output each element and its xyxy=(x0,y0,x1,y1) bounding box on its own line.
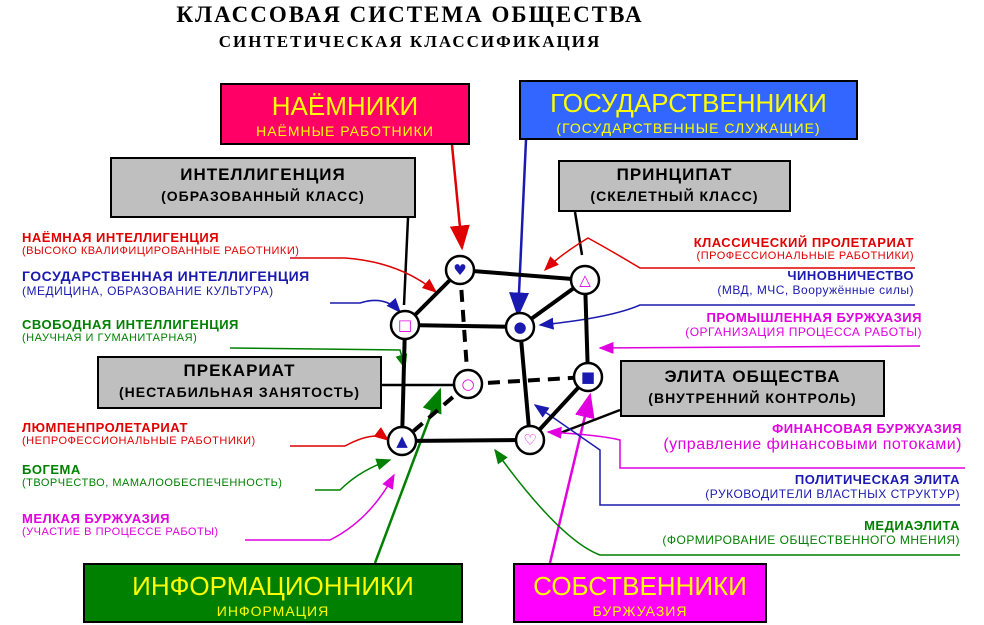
box-sobstvenniki-title: СОБСТВЕННИКИ xyxy=(533,571,747,601)
box-prekariat-title: ПРЕКАРИАТ xyxy=(183,361,296,380)
box-naemniki-title: НАЁМНИКИ xyxy=(271,91,419,121)
node-circle xyxy=(444,254,476,286)
label-title: МЕЛКАЯ БУРЖУАЗИЯ xyxy=(22,511,170,526)
label-polit-elita: ПОЛИТИЧЕСКАЯ ЭЛИТА (РУКОВОДИТЕЛИ ВЛАСТНЫ… xyxy=(705,472,960,501)
node-circle xyxy=(504,311,536,343)
circle-solid-icon: ● xyxy=(513,318,527,336)
triangle-solid-icon: ▲ xyxy=(396,432,408,450)
label-svobodnaya-intelligentsia: СВОБОДНАЯ ИНТЕЛЛИГЕНЦИЯ (НАУЧНАЯ И ГУМАН… xyxy=(22,317,239,344)
node-circle xyxy=(514,424,546,456)
box-naemniki-sub: НАЁМНЫЕ РАБОТНИКИ xyxy=(256,123,434,139)
label-title: НАЁМНАЯ ИНТЕЛЛИГЕНЦИЯ xyxy=(22,230,220,245)
label-title: БОГЕМА xyxy=(22,462,81,477)
label-title: ПРОМЫШЛЕННАЯ БУРЖУАЗИЯ xyxy=(706,310,922,325)
label-chinovnichestvo: ЧИНОВНИЧЕСТВО (МВД, МЧС, Вооружённые сил… xyxy=(717,268,914,297)
circle-outline-icon: ○ xyxy=(461,375,475,393)
cube-hidden-edges xyxy=(400,269,589,443)
label-sub: (УЧАСТИЕ В ПРОЦЕССЕ РАБОТЫ) xyxy=(22,526,219,538)
box-informatsionniki: ИНФОРМАЦИОННИКИ ИНФОРМАЦИЯ xyxy=(83,563,463,623)
box-intelligentsia-title: ИНТЕЛЛИГЕНЦИЯ xyxy=(180,165,346,184)
box-informatsionniki-title: ИНФОРМАЦИОННИКИ xyxy=(132,571,414,601)
label-fin-burzhuaziya: ФИНАНСОВАЯ БУРЖУАЗИЯ (управление финансо… xyxy=(663,421,962,454)
label-sub: (ФОРМИРОВАНИЕ ОБЩЕСТВЕННОГО МНЕНИЯ) xyxy=(662,533,960,547)
box-printsipat: ПРИНЦИПАТ (СКЕЛЕТНЫЙ КЛАСС) xyxy=(558,160,791,212)
label-prom-burzhuaziya: ПРОМЫШЛЕННАЯ БУРЖУАЗИЯ (ОРГАНИЗАЦИЯ ПРОЦ… xyxy=(685,310,922,339)
box-informatsionniki-sub: ИНФОРМАЦИЯ xyxy=(216,603,330,619)
box-sobstvenniki-sub: БУРЖУАЗИЯ xyxy=(592,603,688,619)
label-sub: (ОРГАНИЗАЦИЯ ПРОЦЕССА РАБОТЫ) xyxy=(685,325,922,339)
label-title: ГОСУДАРСТВЕННАЯ ИНТЕЛЛИГЕНЦИЯ xyxy=(22,268,310,284)
box-gosudarstvenniki-sub: (ГОСУДАРСТВЕННЫЕ СЛУЖАЩИЕ) xyxy=(556,120,821,136)
label-sub: (НЕПРОФЕССИОНАЛЬНЫЕ РАБОТНИКИ) xyxy=(22,435,256,447)
label-title: СВОБОДНАЯ ИНТЕЛЛИГЕНЦИЯ xyxy=(22,317,239,332)
box-printsipat-title: ПРИНЦИПАТ xyxy=(616,165,733,184)
label-title: ПОЛИТИЧЕСКАЯ ЭЛИТА xyxy=(794,472,960,487)
gray-pointers xyxy=(382,211,621,437)
label-bogema: БОГЕМА (ТВОРЧЕСТВО, МАМАЛООБЕСПЕЧЕННОСТЬ… xyxy=(22,462,282,489)
label-title: МЕДИАЭЛИТА xyxy=(864,518,960,533)
label-mediaelita: МЕДИАЭЛИТА (ФОРМИРОВАНИЕ ОБЩЕСТВЕННОГО М… xyxy=(662,518,960,547)
label-gos-intelligentsia: ГОСУДАРСТВЕННАЯ ИНТЕЛЛИГЕНЦИЯ (МЕДИЦИНА,… xyxy=(22,268,310,298)
page-subtitle: СИНТЕТИЧЕСКАЯ КЛАССИФИКАЦИЯ xyxy=(218,32,602,51)
label-sub: (управление финансовыми потоками) xyxy=(663,436,962,453)
label-sub: (НАУЧНАЯ И ГУМАНИТАРНАЯ) xyxy=(22,332,198,344)
box-intelligentsia-sub: (ОБРАЗОВАННЫЙ КЛАСС) xyxy=(161,188,365,204)
label-melkaya-burzhuaziya: МЕЛКАЯ БУРЖУАЗИЯ (УЧАСТИЕ В ПРОЦЕССЕ РАБ… xyxy=(22,511,219,538)
heart-solid-icon: ♥ xyxy=(453,261,467,279)
label-sub: (МВД, МЧС, Вооружённые силы) xyxy=(717,283,914,297)
label-title: КЛАССИЧЕСКИЙ ПРОЛЕТАРИАТ xyxy=(693,235,914,250)
node-circle xyxy=(452,368,484,400)
node-circles xyxy=(386,254,604,457)
box-intelligentsia: ИНТЕЛЛИГЕНЦИЯ (ОБРАЗОВАННЫЙ КЛАСС) xyxy=(110,157,416,218)
label-sub: (ПРОФЕССИОНАЛЬНЫЕ РАБОТНИКИ) xyxy=(696,250,914,262)
label-klass-proletariat: КЛАССИЧЕСКИЙ ПРОЛЕТАРИАТ (ПРОФЕССИОНАЛЬН… xyxy=(694,235,914,262)
box-naemniki: НАЁМНИКИ НАЁМНЫЕ РАБОТНИКИ xyxy=(220,83,470,145)
label-sub: (РУКОВОДИТЕЛИ ВЛАСТНЫХ СТРУКТУР) xyxy=(705,487,960,501)
box-gosudarstvenniki: ГОСУДАРСТВЕННИКИ (ГОСУДАРСТВЕННЫЕ СЛУЖАЩ… xyxy=(519,80,858,140)
box-prekariat-sub: (НЕСТАБИЛЬНАЯ ЗАНЯТОСТЬ) xyxy=(118,384,361,400)
label-lumpenproletariat: ЛЮМПЕНПРОЛЕТАРИАТ (НЕПРОФЕССИОНАЛЬНЫЕ РА… xyxy=(22,420,256,447)
node-circle xyxy=(386,425,418,457)
label-title: ЛЮМПЕНПРОЛЕТАРИАТ xyxy=(22,420,188,435)
label-sub: (ТВОРЧЕСТВО, МАМАЛООБЕСПЕЧЕННОСТЬ) xyxy=(22,477,283,489)
box-printsipat-sub: (СКЕЛЕТНЫЙ КЛАСС) xyxy=(590,188,759,204)
label-title: ЧИНОВНИЧЕСТВО xyxy=(787,268,914,283)
box-elita-title: ЭЛИТА ОБЩЕСТВА xyxy=(664,367,841,386)
box-prekariat: ПРЕКАРИАТ (НЕСТАБИЛЬНАЯ ЗАНЯТОСТЬ) xyxy=(97,356,382,409)
label-naemnaya-intelligentsia: НАЁМНАЯ ИНТЕЛЛИГЕНЦИЯ (ВЫСОКО КВАЛИФИЦИР… xyxy=(22,230,299,257)
label-sub: (ВЫСОКО КВАЛИФИЦИРОВАННЫЕ РАБОТНИКИ) xyxy=(22,245,300,257)
page-title: КЛАССОВАЯ СИСТЕМА ОБЩЕСТВА xyxy=(176,2,644,27)
box-elita: ЭЛИТА ОБЩЕСТВА (ВНУТРЕННИЙ КОНТРОЛЬ) xyxy=(620,360,885,417)
triangle-outline-icon: △ xyxy=(579,271,591,289)
heart-outline-icon: ♡ xyxy=(523,431,537,449)
label-title: ФИНАНСОВАЯ БУРЖУАЗИЯ xyxy=(772,421,962,436)
label-sub: (МЕДИЦИНА, ОБРАЗОВАНИЕ КУЛЬТУРА) xyxy=(22,284,274,298)
square-outline-icon: □ xyxy=(397,316,413,334)
box-sobstvenniki: СОБСТВЕННИКИ БУРЖУАЗИЯ xyxy=(513,563,767,623)
node-circle xyxy=(569,264,601,296)
square-solid-icon: ■ xyxy=(580,368,596,386)
box-gosudarstvenniki-title: ГОСУДАРСТВЕННИКИ xyxy=(550,88,827,118)
node-circle xyxy=(572,361,604,393)
box-elita-sub: (ВНУТРЕННИЙ КОНТРОЛЬ) xyxy=(648,390,857,406)
node-circle xyxy=(389,309,421,341)
right-connectors xyxy=(494,237,965,556)
